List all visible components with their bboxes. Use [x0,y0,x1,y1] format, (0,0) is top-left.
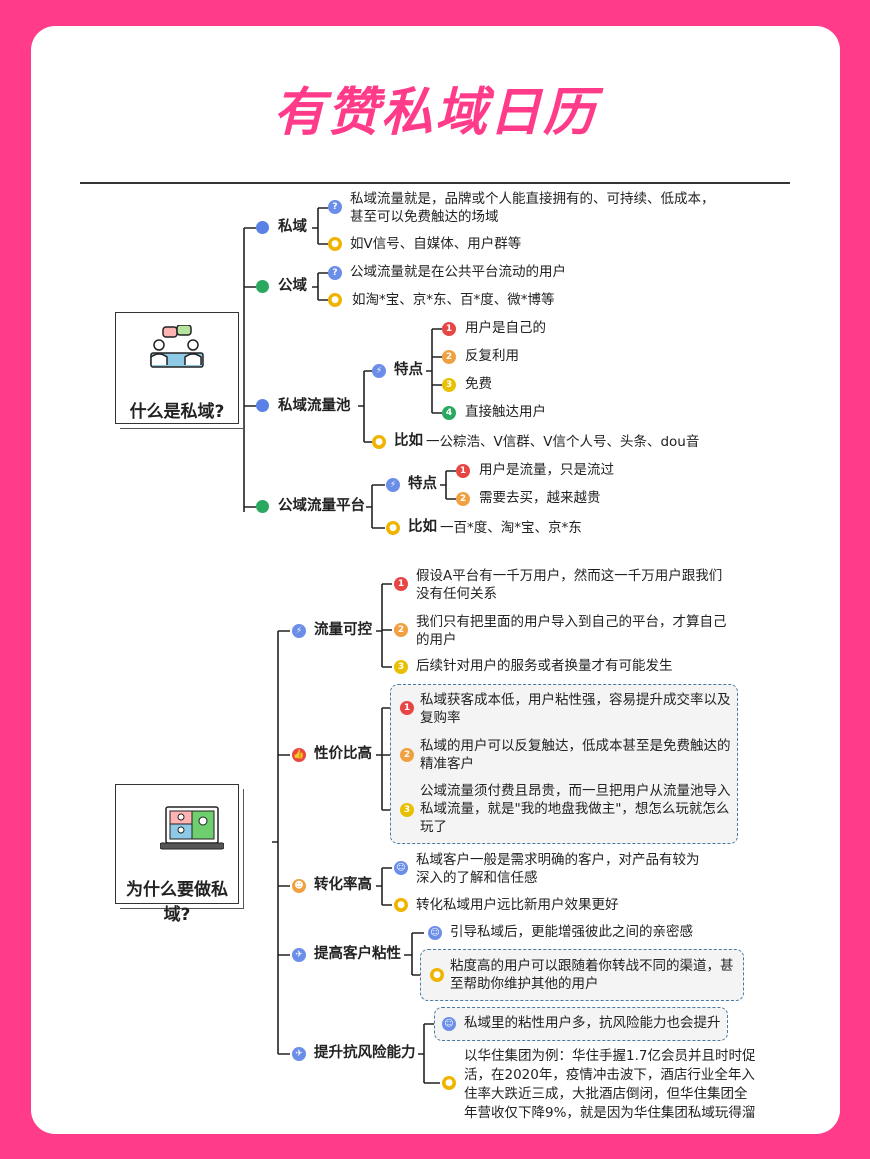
bullet-dot [256,221,269,234]
conversion-item1-line1: 私域客户一般是需求明确的客户，对产品有较为 [416,852,700,868]
platform-compare-label: 比如 [408,519,437,535]
pool-feature-2: 反复利用 [465,348,519,364]
number-2-icon: 2 [394,623,408,637]
lightbulb-icon: ● [328,237,342,251]
number-4-icon: 4 [442,406,456,420]
pool-feature-3: 免费 [465,376,492,392]
people-talking-icon [150,325,204,368]
risk-item1: 私域里的粘性用户多，抗风险能力也会提升 [464,1015,721,1031]
control-item1-line2: 没有任何关系 [416,586,497,602]
question-icon: ? [328,200,342,214]
gongyu-example: 如淘*宝、京*东、百*度、微*博等 [352,292,555,308]
user-icon: ☺ [394,861,408,875]
number-3-icon: 3 [400,803,414,817]
lightning-icon: ⚡ [386,478,400,492]
conversion-item2: 转化私域用户远比新用户效果更好 [416,897,619,913]
platform-feature-2: 需要去买，越来越贵 [479,490,601,506]
highlight-box [420,949,744,1001]
lightbulb-icon: ● [372,435,386,449]
lightning-icon: ⚡ [292,624,306,638]
node-conversion: 转化率高 [314,877,372,893]
pool-feature-1: 用户是自己的 [465,320,546,336]
control-item1-line1: 假设A平台有一千万用户，然而这一千万用户跟我们 [416,568,723,584]
root-label: 什么是私域? [129,402,225,422]
gongyu-definition: 公域流量就是在公共平台流动的用户 [350,264,566,280]
number-1-icon: 1 [442,322,456,336]
node-traffic-control: 流量可控 [314,622,372,638]
node-risk-resistance: 提升抗风险能力 [314,1045,416,1061]
node-cost-effective: 性价比高 [314,746,372,762]
pool-compare-label: 比如 [394,433,423,449]
value-item3-line1: 公域流量须付费且昂贵，而一旦把用户从流量池导入 [420,783,731,799]
airplane-icon: ✈ [292,1047,306,1061]
value-item1-line1: 私域获客成本低，用户粘性强，容易提升成交率以及 [420,692,731,708]
number-3-icon: 3 [394,660,408,674]
siyu-example: 如V信号、自媒体、用户群等 [350,236,522,252]
number-3-icon: 3 [442,378,456,392]
lightbulb-icon: ● [394,898,408,912]
divider [80,182,790,184]
value-item1-line2: 复购率 [420,710,461,726]
platform-compare: 一百*度、淘*宝、京*东 [440,520,582,536]
control-item2-line2: 的用户 [416,632,457,648]
number-1-icon: 1 [394,577,408,591]
risk-item2-line4: 年营收仅下降9%，就是因为华住集团私域玩得溜 [464,1105,756,1121]
sticky-item1: 引导私域后，更能增强彼此之间的亲密感 [450,924,693,940]
bullet-dot [256,399,269,412]
node-gongyu: 公域 [278,278,307,294]
person-icon: ☻ [292,879,306,893]
node-stickiness: 提高客户粘性 [314,946,401,962]
bullet-dot [256,280,269,293]
video-call-laptop-icon [160,806,224,850]
lightbulb-icon: ● [386,521,400,535]
question-icon: ? [328,266,342,280]
platform-feature-1: 用户是流量，只是流过 [479,462,614,478]
sticky-item2-line1: 粘度高的用户可以跟随着你转战不同的渠道，甚 [450,958,734,974]
value-item2-line2: 精准客户 [420,756,474,772]
pool-feature-label: 特点 [394,362,423,378]
thumbs-up-icon: 👍 [292,748,306,762]
pool-compare: 一公粽浩、V信群、V信个人号、头条、dou音 [426,434,700,450]
root-label: 为什么要做私域? [126,880,228,925]
control-item3: 后续针对用户的服务或者换量才有可能发生 [416,658,673,674]
lightbulb-icon: ● [430,968,444,982]
number-1-icon: 1 [456,464,470,478]
root-node-what-is-private-domain: 什么是私域? [115,312,239,424]
risk-item2-line3: 住率大跌近三成，大批酒店倒闭，但华住集团全 [464,1086,748,1102]
root-node-why-private-domain: 为什么要做私域? [115,784,239,925]
node-public-platform: 公域流量平台 [278,498,365,514]
node-siyu: 私域 [278,219,307,235]
conversion-item1-line2: 深入的了解和信任感 [416,870,538,886]
page-title: 有赞私域日历 [272,83,597,143]
highlight-box [434,1007,728,1041]
lightning-icon: ⚡ [372,364,386,378]
user-icon: ☺ [442,1017,456,1031]
value-item3-line3: 玩了 [420,819,447,835]
lightbulb-icon: ● [328,293,342,307]
pool-feature-4: 直接触达用户 [465,404,546,420]
bullet-dot [256,500,269,513]
node-private-pool: 私域流量池 [278,398,351,414]
value-item2-line1: 私域的用户可以反复触达，低成本甚至是免费触达的 [420,738,731,754]
number-2-icon: 2 [442,350,456,364]
risk-item2-line2: 活，在2020年，疫情冲击波下，酒店行业全年入 [464,1067,755,1083]
siyu-definition-line1: 私域流量就是，品牌或个人能直接拥有的、可持续、低成本， [350,191,715,207]
platform-feature-label: 特点 [408,476,437,492]
value-item3-line2: 私域流量，就是"我的地盘我做主"，想怎么玩就怎么 [420,801,730,817]
number-2-icon: 2 [400,748,414,762]
user-icon: ☺ [428,926,442,940]
risk-item2-line1: 以华住集团为例：华住手握1.7亿会员并且时时促 [464,1048,756,1064]
number-1-icon: 1 [400,701,414,715]
lightbulb-icon: ● [442,1076,456,1090]
airplane-icon: ✈ [292,948,306,962]
sticky-item2-line2: 至帮助你维护其他的用户 [450,976,599,992]
control-item2-line1: 我们只有把里面的用户导入到自己的平台，才算自己 [416,614,727,630]
number-2-icon: 2 [456,492,470,506]
highlight-box [390,684,738,844]
siyu-definition-line2: 甚至可以免费触达的场域 [350,209,499,225]
